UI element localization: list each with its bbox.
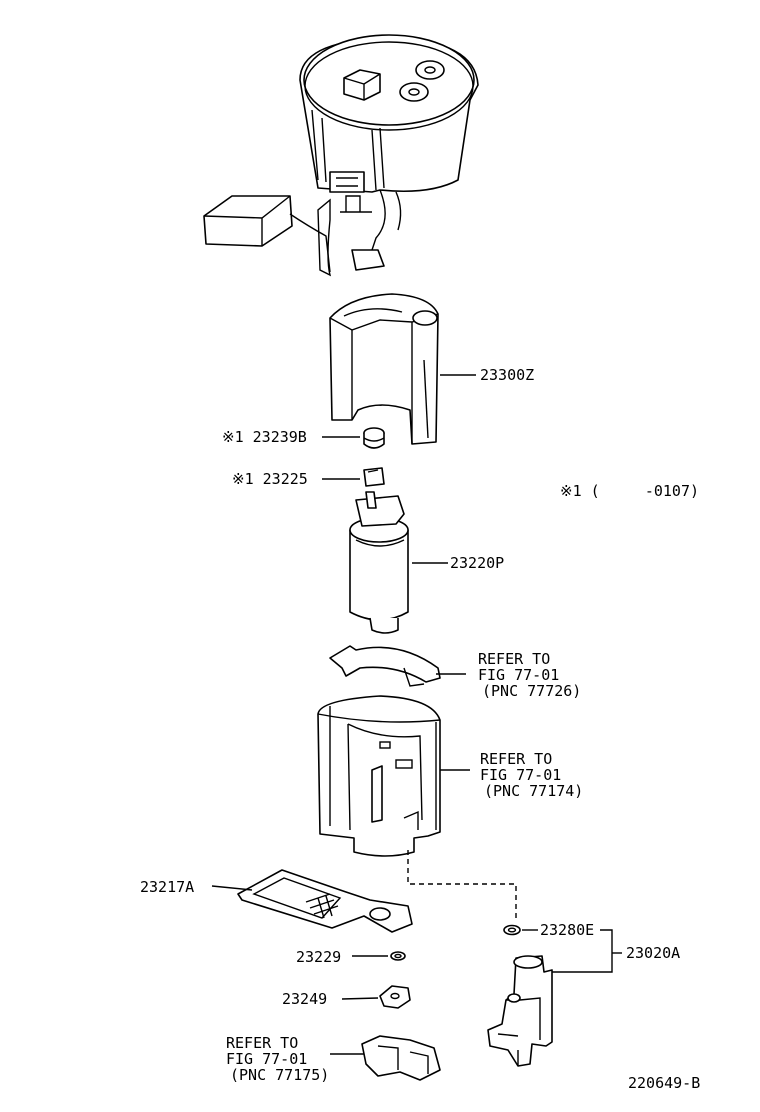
- refer-77174-line2: FIG 77-01: [480, 766, 561, 784]
- label-23220P: 23220P: [450, 554, 504, 572]
- label-23280E: 23280E: [540, 921, 594, 939]
- refer-77175-line3: (PNC 77175): [230, 1066, 329, 1084]
- refer-77726-line2: FIG 77-01: [478, 666, 559, 684]
- label-23239B: ※1 23239B: [222, 428, 307, 446]
- refer-77174-line3: (PNC 77174): [484, 782, 583, 800]
- part-23280E: [503, 924, 521, 936]
- part-23229: [390, 951, 406, 961]
- pump-top-cap-assembly: [299, 34, 479, 277]
- fuel-pump-23220P: [349, 491, 409, 634]
- filter-23217A: [237, 869, 413, 933]
- label-23300Z: 23300Z: [480, 366, 534, 384]
- gauge-float: [203, 195, 331, 273]
- refer-77175-line1: REFER TO: [226, 1034, 298, 1052]
- label-footnote-1: ※1 ( -0107): [560, 482, 699, 500]
- label-23249: 23249: [282, 990, 327, 1008]
- part-23225: [363, 467, 385, 487]
- clip-77175: [361, 1035, 441, 1081]
- regulator-23020A: [487, 955, 553, 1067]
- bracket-23300Z: [329, 293, 439, 445]
- label-23020A: 23020A: [626, 944, 680, 962]
- refer-77174-line1: REFER TO: [480, 750, 552, 768]
- refer-77175-line2: FIG 77-01: [226, 1050, 307, 1068]
- refer-77726-line3: (PNC 77726): [482, 682, 581, 700]
- part-23249: [379, 985, 411, 1009]
- figure-id: 220649-B: [628, 1074, 700, 1092]
- label-23217A: 23217A: [140, 878, 194, 896]
- label-23229: 23229: [296, 948, 341, 966]
- refer-77726-line1: REFER TO: [478, 650, 550, 668]
- sub-tank-77174: [317, 695, 441, 857]
- label-23225: ※1 23225: [232, 470, 308, 488]
- leader-lines: [211, 374, 622, 1055]
- ring-77726: [329, 645, 441, 687]
- part-23239B: [363, 427, 385, 449]
